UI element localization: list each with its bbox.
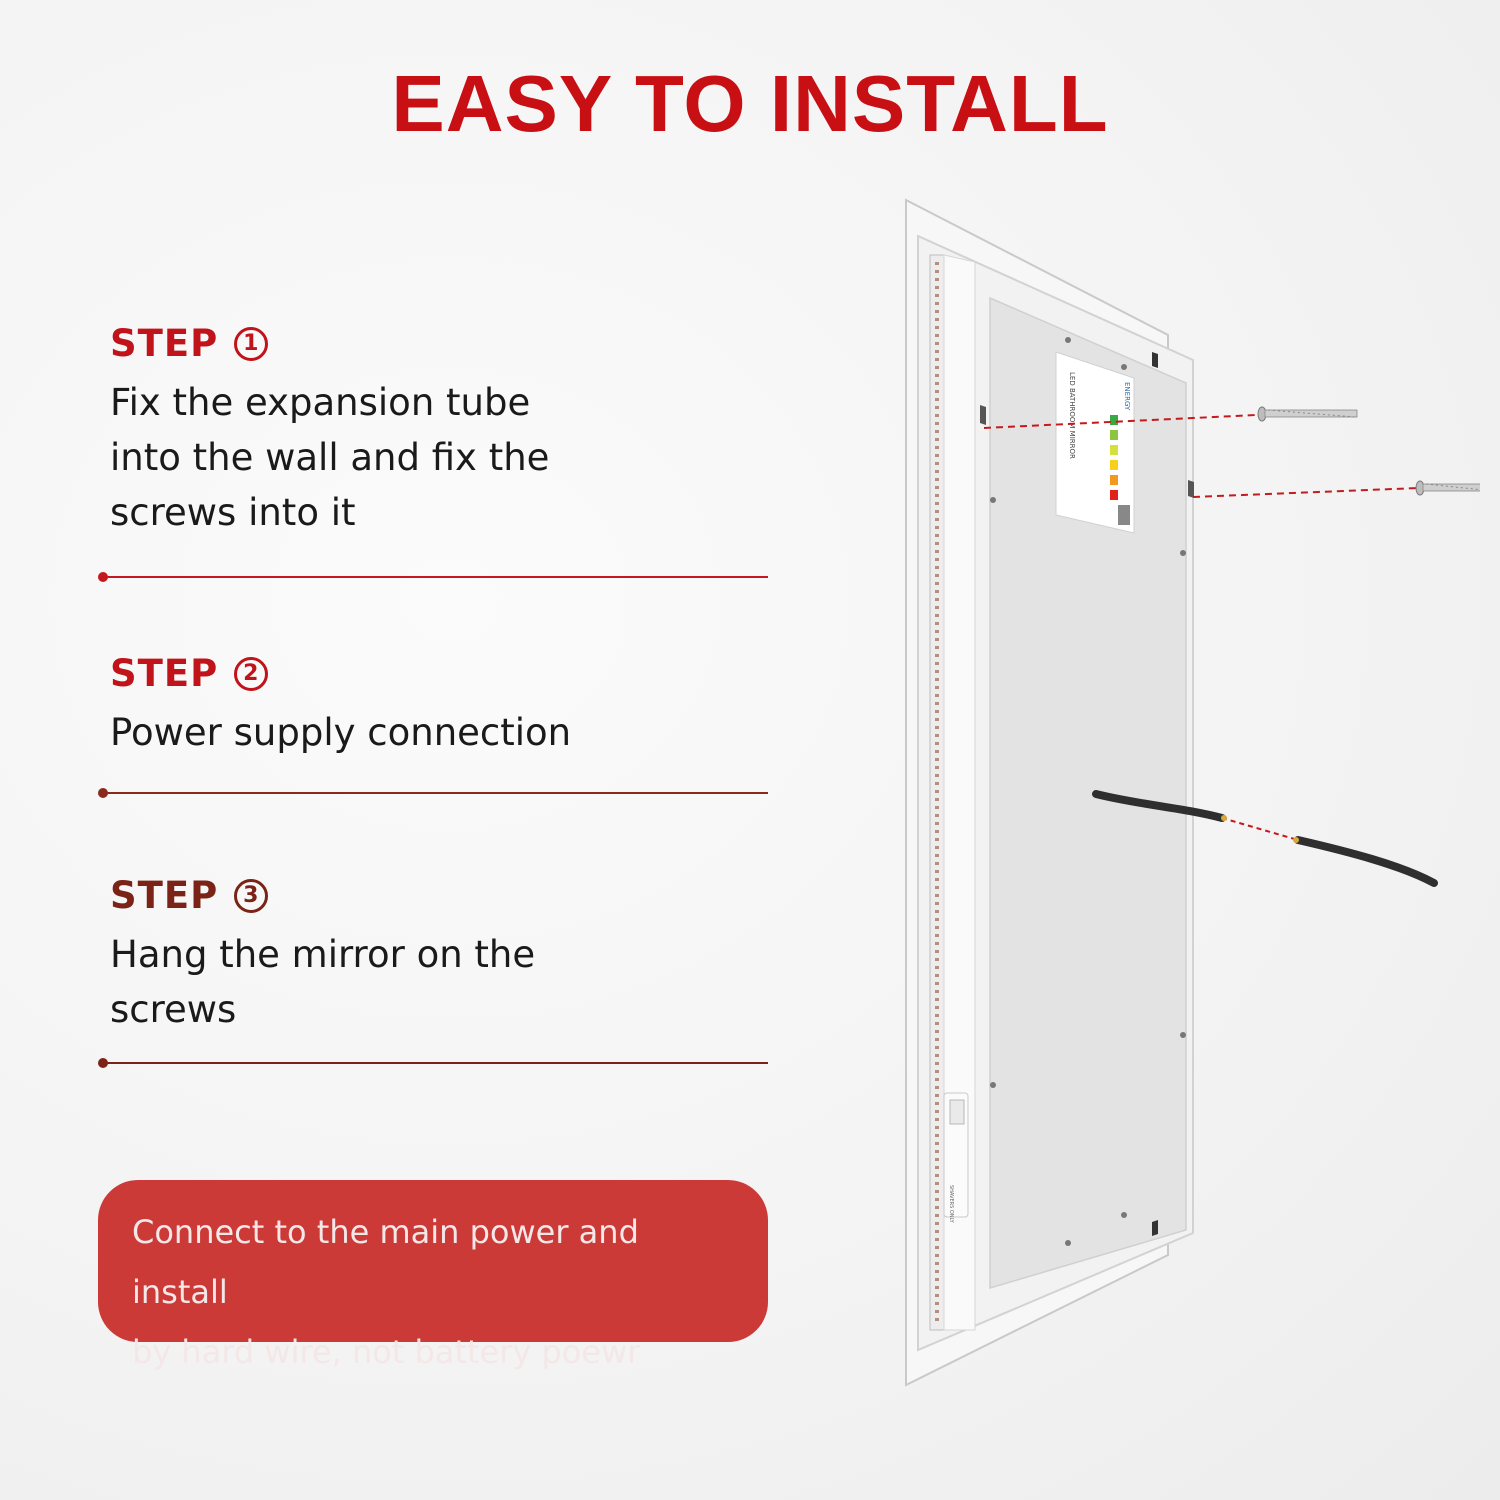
step-1-text: Fix the expansion tube into the wall and… [110, 381, 550, 534]
screw-guide-line [983, 414, 1257, 429]
step-1-label-text: STEP [110, 322, 219, 365]
shaver-socket-text: SHAVERS ONLY [948, 1185, 954, 1224]
step-3: STEP 3 Hang the mirror on the screws [110, 874, 770, 1037]
mirror-power-cable [1092, 790, 1226, 822]
step-2-text: Power supply connection [110, 711, 572, 754]
hook-icon [1152, 352, 1158, 368]
page-title: EASY TO INSTALL [391, 59, 1109, 148]
step-3-label-text: STEP [110, 874, 219, 917]
qr-code-icon [1118, 505, 1130, 525]
step-2-label-text: STEP [110, 652, 219, 695]
step-3-text: Hang the mirror on the screws [110, 933, 536, 1031]
side-rail [943, 254, 976, 1331]
wall-power-cable [1294, 836, 1438, 887]
screw-icon [1257, 406, 1358, 422]
step-2-divider [98, 788, 768, 798]
product-label [1055, 351, 1135, 534]
power-notice-box: Connect to the main power and install by… [98, 1180, 768, 1371]
step-2: STEP 2 Power supply connection [110, 652, 770, 760]
screw-guide-line [1192, 487, 1419, 498]
hook-icon [1188, 480, 1194, 498]
screw-icon [1415, 480, 1480, 496]
step-1-divider [98, 572, 768, 582]
step-1-number-badge: 1 [234, 326, 269, 361]
hook-icon [1152, 1220, 1158, 1236]
step-3-number-badge: 3 [234, 878, 269, 913]
step-3-divider [98, 1058, 768, 1068]
step-3-label: STEP 3 [110, 874, 770, 917]
hook-icon [980, 405, 986, 425]
step-1: STEP 1 Fix the expansion tube into the w… [110, 322, 770, 540]
step-1-label: STEP 1 [110, 322, 770, 365]
step-2-number-badge: 2 [234, 656, 269, 691]
mirror-back-panel [989, 296, 1187, 1290]
step-2-label: STEP 2 [110, 652, 770, 695]
energy-brand-mark: ENERGY [1123, 382, 1131, 411]
product-label-title: LED BATHROOM MIRROR [1068, 372, 1076, 459]
socket-switch-icon [949, 1099, 965, 1125]
mirror-back-illustration: LED BATHROOM MIRROR ENERGY SHAVERS ONLY [905, 198, 1480, 1387]
cable-connection-line [1221, 817, 1299, 841]
